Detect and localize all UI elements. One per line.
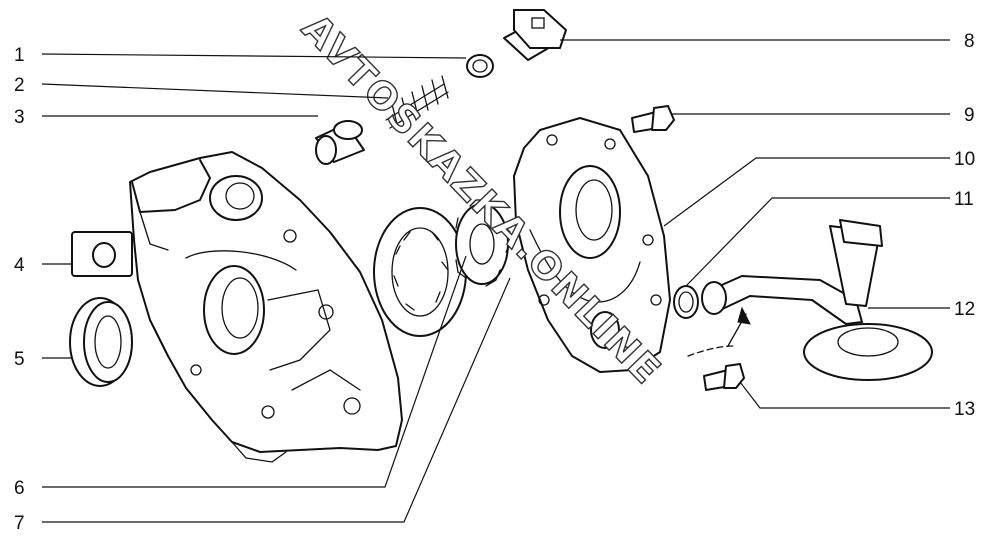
outer-rotor: [373, 207, 467, 337]
relief-valve-sleeve: [315, 120, 365, 165]
callout-13: 13: [954, 399, 975, 420]
leader-line-6: [42, 255, 467, 488]
leader-line-10: [663, 157, 950, 227]
pump-cover: [513, 117, 671, 373]
callout-4: 4: [14, 255, 25, 276]
leader-line-11: [685, 197, 950, 287]
callout-6: 6: [14, 478, 25, 499]
relief-valve-plug: [503, 9, 567, 61]
strainer-bolt: [703, 363, 745, 391]
callout-7: 7: [14, 513, 25, 534]
sealing-washer: [466, 54, 494, 78]
leader-line-13: [739, 381, 950, 409]
callout-2: 2: [14, 75, 25, 96]
inner-rotor-gear: [455, 199, 511, 287]
callout-5: 5: [14, 349, 25, 370]
assembly-arrow: [687, 306, 751, 357]
oil-seal: [69, 297, 133, 387]
callout-3: 3: [14, 107, 25, 128]
callout-12: 12: [954, 299, 975, 320]
callout-8: 8: [964, 31, 975, 52]
callout-labels: 1 2 3 4 5 6 7 8 9 10 11 12 13: [14, 31, 975, 534]
leader-line-7: [42, 277, 511, 523]
leader-lines: [41, 39, 950, 523]
callout-1: 1: [14, 45, 25, 66]
relief-spring: [385, 75, 449, 129]
callout-10: 10: [954, 149, 975, 170]
o-ring: [673, 285, 699, 319]
cover-bolt: [631, 105, 675, 133]
oil-strainer: [701, 219, 933, 381]
leader-line-1: [41, 53, 467, 59]
callout-11: 11: [954, 189, 974, 210]
pump-housing: [71, 151, 403, 463]
leader-line-2: [41, 83, 389, 99]
callout-9: 9: [964, 105, 975, 126]
